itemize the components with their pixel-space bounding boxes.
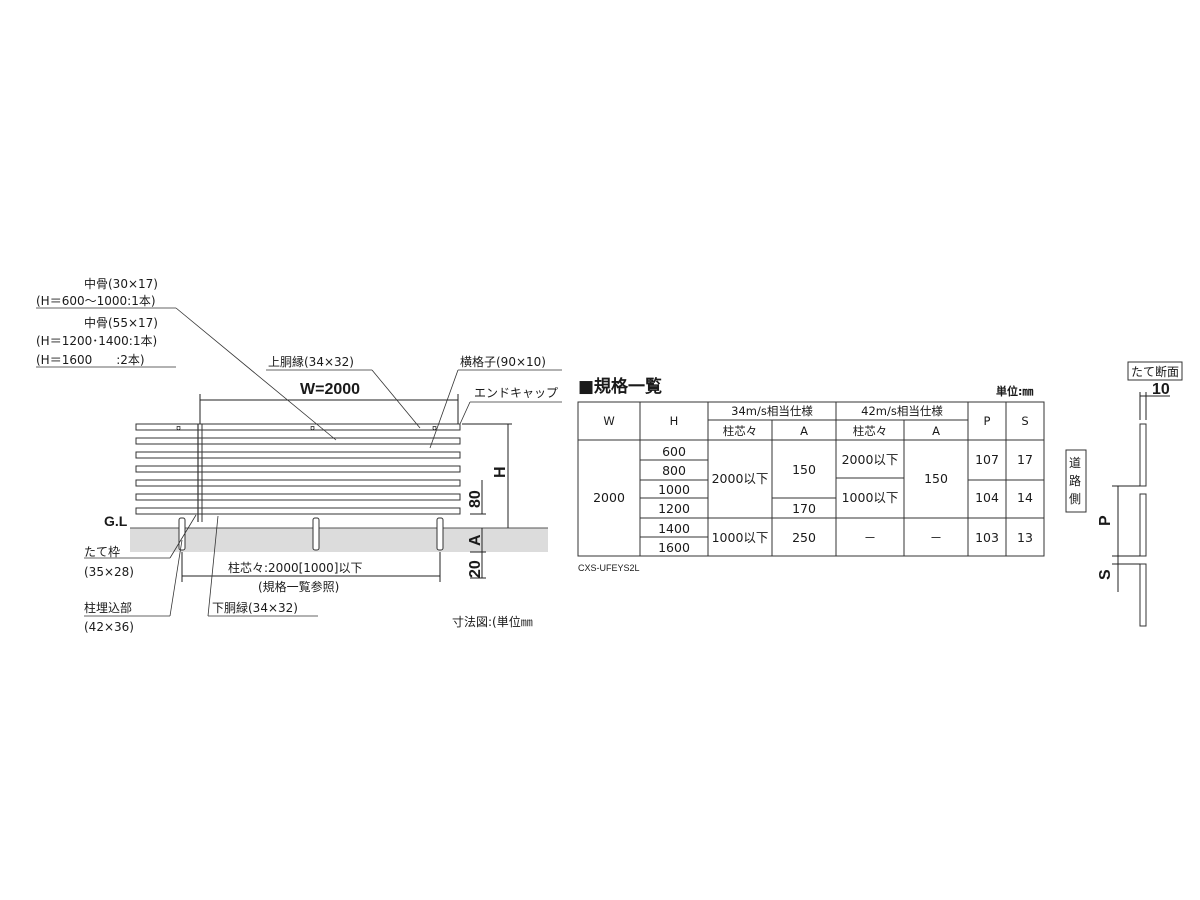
embed-size-label: (42×36)	[84, 620, 134, 634]
cell-s-a: 17	[1017, 452, 1033, 467]
cell-a34-b: 170	[792, 501, 816, 516]
cell-w: 2000	[593, 490, 625, 505]
mid-frame-2-note-b: (H＝1600 :2本)	[36, 353, 145, 367]
cell-a34-c: 250	[792, 530, 816, 545]
pitch-label: 柱芯々:2000[1000]以下	[228, 560, 363, 575]
end-cap-label: エンドキャップ	[474, 386, 558, 400]
bottom-rail-label: 下胴緑(34×32)	[212, 600, 298, 615]
table-grid	[577, 401, 1045, 557]
fence-elevation: ¤ ¤ ¤ W=2000 H 80 A 20	[36, 276, 562, 634]
road-side-2: 路	[1069, 473, 1081, 488]
pitch-dimension	[181, 552, 441, 582]
cell-h-800: 800	[662, 463, 686, 478]
horizontal-slats	[135, 423, 461, 515]
cell-pitch34-b: 1000以下	[712, 530, 769, 545]
cell-s-b: 14	[1017, 490, 1033, 505]
cell-s-c: 13	[1017, 530, 1033, 545]
section-dim-s: S	[1097, 569, 1114, 580]
cell-h-1200: 1200	[658, 501, 690, 516]
cell-h-600: 600	[662, 444, 686, 459]
cell-a42-a: 150	[924, 471, 948, 486]
spec-table-unit: 単位:㎜	[996, 384, 1033, 398]
head-a-34: A	[800, 424, 808, 438]
dim-20-label: 20	[467, 560, 484, 578]
head-pitch-42: 柱芯々	[853, 424, 888, 438]
road-side-1: 道	[1069, 456, 1081, 470]
unit-note: 寸法図:(単位㎜	[452, 614, 533, 629]
head-h: H	[670, 414, 679, 428]
spec-table-title: ■規格一覧	[578, 376, 662, 397]
cell-a42-c: －	[930, 530, 943, 545]
svg-text:¤: ¤	[310, 423, 315, 433]
cell-pitch42-a: 2000以下	[842, 452, 899, 467]
top-rail-label: 上胴縁(34×32)	[268, 354, 354, 369]
road-side-3: 側	[1069, 492, 1081, 506]
cell-pitch34-a: 2000以下	[712, 471, 769, 486]
cell-p-b: 104	[975, 490, 999, 505]
head-pitch-34: 柱芯々	[723, 424, 758, 438]
section-dim-10: 10	[1152, 381, 1170, 398]
cell-pitch42-c: －	[864, 530, 877, 545]
cell-p-a: 107	[975, 452, 999, 467]
post-embeds	[178, 517, 444, 551]
cell-h-1400: 1400	[658, 521, 690, 536]
head-34: 34m/s相当仕様	[731, 404, 813, 418]
embed-label: 柱埋込部	[84, 600, 132, 615]
head-42: 42m/s相当仕様	[861, 404, 943, 418]
head-w: W	[603, 414, 614, 428]
head-p: P	[984, 414, 991, 428]
cell-h-1000: 1000	[658, 482, 690, 497]
section-title: たて断面	[1131, 364, 1179, 379]
ground	[130, 528, 548, 552]
mid-frame-1-note: (H＝600～1000:1本)	[36, 294, 156, 308]
spec-table: ■規格一覧 単位:㎜ W H 34m/s相当仕様	[577, 376, 1045, 573]
post-label: たて枠	[84, 545, 120, 559]
svg-text:¤: ¤	[176, 423, 181, 433]
leader-lines	[36, 307, 562, 617]
mid-frame-2-note-a: (H＝1200･1400:1本)	[36, 334, 157, 348]
section-slats	[1139, 423, 1147, 627]
dim-h-label: H	[492, 466, 509, 478]
section-dim-p: P	[1097, 515, 1114, 526]
svg-text:¤: ¤	[432, 423, 437, 433]
dim-80-label: 80	[467, 490, 484, 508]
height-dimensions	[462, 423, 512, 579]
post-size-label: (35×28)	[84, 565, 134, 579]
cell-h-1600: 1600	[658, 540, 690, 555]
cell-pitch42-b: 1000以下	[842, 490, 899, 505]
width-label: W=2000	[300, 381, 360, 398]
mid-frame-2-label: 中骨(55×17)	[84, 315, 158, 330]
width-dimension	[199, 394, 459, 424]
cell-a34-a: 150	[792, 462, 816, 477]
product-code: CXS-UFEYS2L	[578, 563, 640, 573]
head-a-42: A	[932, 424, 940, 438]
pitch-note: (規格一覧参照)	[258, 579, 339, 594]
cell-p-c: 103	[975, 530, 999, 545]
mid-frame-1-label: 中骨(30×17)	[84, 276, 158, 291]
horizontal-slat-label: 横格子(90×10)	[460, 354, 546, 369]
gl-label: G.L	[104, 513, 128, 529]
section-view: たて断面 10 P S 道 路 側	[1065, 361, 1183, 627]
head-s: S	[1021, 414, 1028, 428]
dim-a-label: A	[467, 534, 484, 546]
